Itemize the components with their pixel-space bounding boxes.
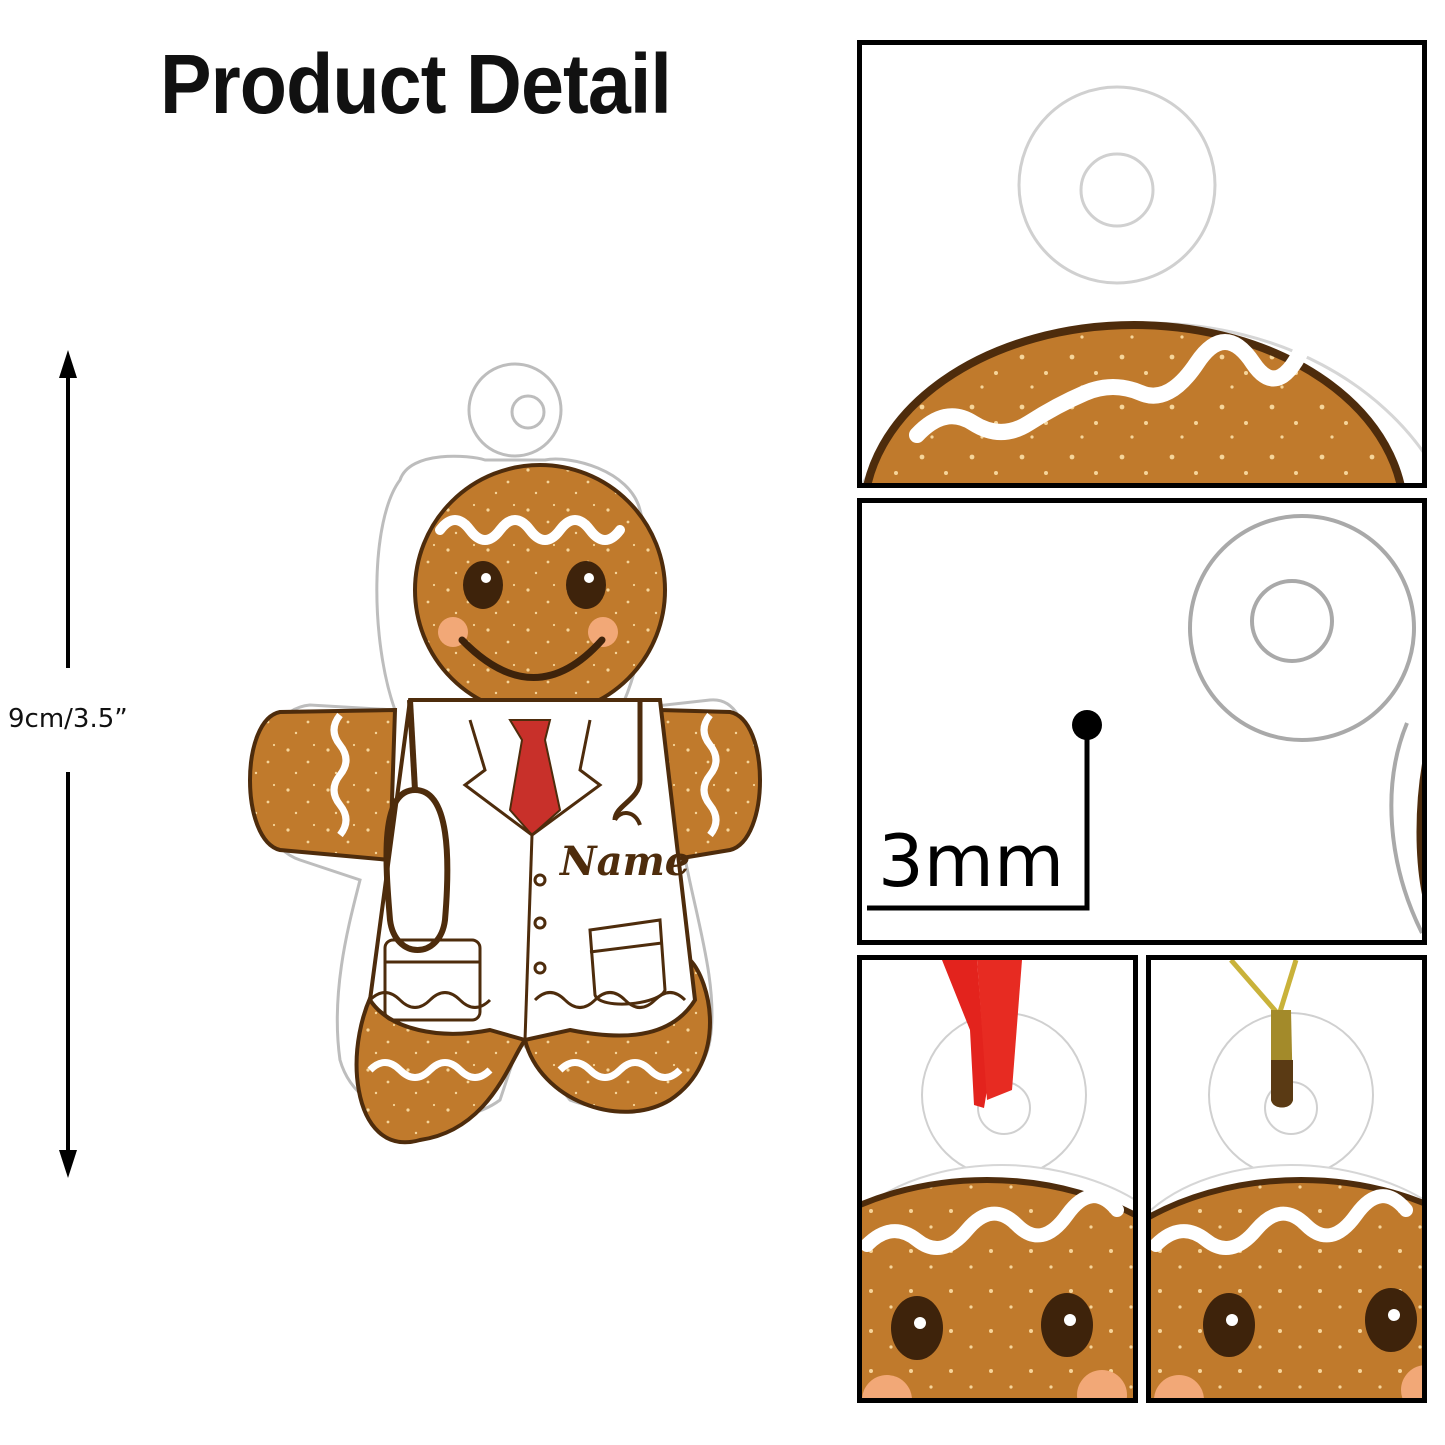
measurement-line xyxy=(867,725,1090,911)
dimension-label: 9cm/3.5” xyxy=(8,704,128,734)
tie-icon xyxy=(508,719,562,837)
page-title: Product Detail xyxy=(160,37,672,131)
panel-thickness: 3mm xyxy=(857,498,1427,945)
panel-ribbon-red xyxy=(857,955,1138,1403)
stethoscope-icon xyxy=(383,787,451,953)
panel-top-detail xyxy=(857,40,1427,488)
lab-coat xyxy=(367,698,698,1043)
dimension-arrow-icon xyxy=(59,350,77,1178)
name-placeholder: Name xyxy=(558,838,690,885)
thickness-label: 3mm xyxy=(878,819,1065,903)
hanging-hole-icon xyxy=(510,394,546,430)
red-ribbon xyxy=(942,960,987,1108)
panel-ribbon-gold xyxy=(1146,955,1427,1403)
gingerbread-ornament: Name xyxy=(248,362,762,1145)
hanging-hole-icon xyxy=(1250,579,1334,663)
hanging-hole-icon xyxy=(1079,152,1155,228)
